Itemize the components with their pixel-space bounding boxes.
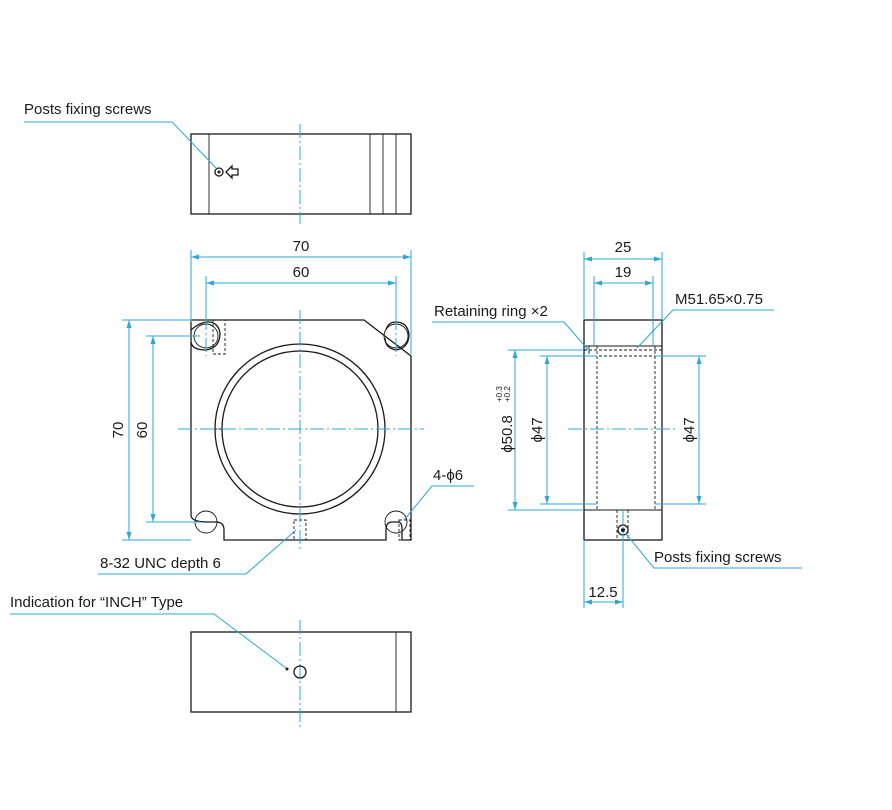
dim-60-horizontal: 60 xyxy=(293,264,310,281)
dim-70-vertical: 70 xyxy=(110,422,127,439)
leader-retaining-ring xyxy=(432,321,591,353)
label-holes: 4-ϕ6 xyxy=(433,467,463,484)
dim-bore-50-8: ϕ50.8 xyxy=(499,415,516,453)
inch-mark-icon xyxy=(293,665,307,679)
label-thread: M51.65×0.75 xyxy=(675,291,763,308)
leader-tapped-hole xyxy=(98,529,297,575)
label-tapped-hole: 8-32 UNC depth 6 xyxy=(100,555,221,572)
dim-bore-tol-lower: +0.2 xyxy=(503,386,512,402)
top-view-body xyxy=(190,133,412,215)
dim-bore-47-right: ϕ47 xyxy=(681,417,698,442)
label-posts-fixing-screws-side: Posts fixing screws xyxy=(654,549,782,566)
leader-holes xyxy=(403,485,474,521)
dim-70-horizontal: 70 xyxy=(293,238,310,255)
dim-60-vertical: 60 xyxy=(134,422,151,439)
dim-bore-tol-upper: +0.3 xyxy=(495,386,504,402)
dim-25: 25 xyxy=(615,239,632,256)
bottom-view: Indication for “INCH” Type xyxy=(10,594,412,730)
label-retaining-ring: Retaining ring ×2 xyxy=(434,303,548,320)
side-view-body xyxy=(583,319,663,541)
arrow-indicator-icon xyxy=(225,164,239,180)
leader-posts-side xyxy=(625,533,802,569)
leader-inch xyxy=(10,613,287,669)
bottom-view-body xyxy=(190,631,412,713)
dim-19: 19 xyxy=(615,264,632,281)
label-inch-indication: Indication for “INCH” Type xyxy=(10,594,183,611)
leader-posts-top xyxy=(24,121,217,169)
leader-thread xyxy=(636,309,774,349)
post-screw-icon xyxy=(214,167,224,177)
front-view-body xyxy=(190,319,412,541)
dim-bore-47-left: ϕ47 xyxy=(529,417,546,442)
front-view: 70 60 70 60 4-ϕ6 8-32 UNC depth 6 xyxy=(98,238,474,575)
label-posts-fixing-screws-top: Posts fixing screws xyxy=(24,101,152,118)
top-view: Posts fixing screws xyxy=(24,101,412,224)
side-view: 25 19 M51.65×0.75 Retaining ring ×2 ϕ50.… xyxy=(432,239,802,608)
dim-12-5: 12.5 xyxy=(588,584,617,601)
